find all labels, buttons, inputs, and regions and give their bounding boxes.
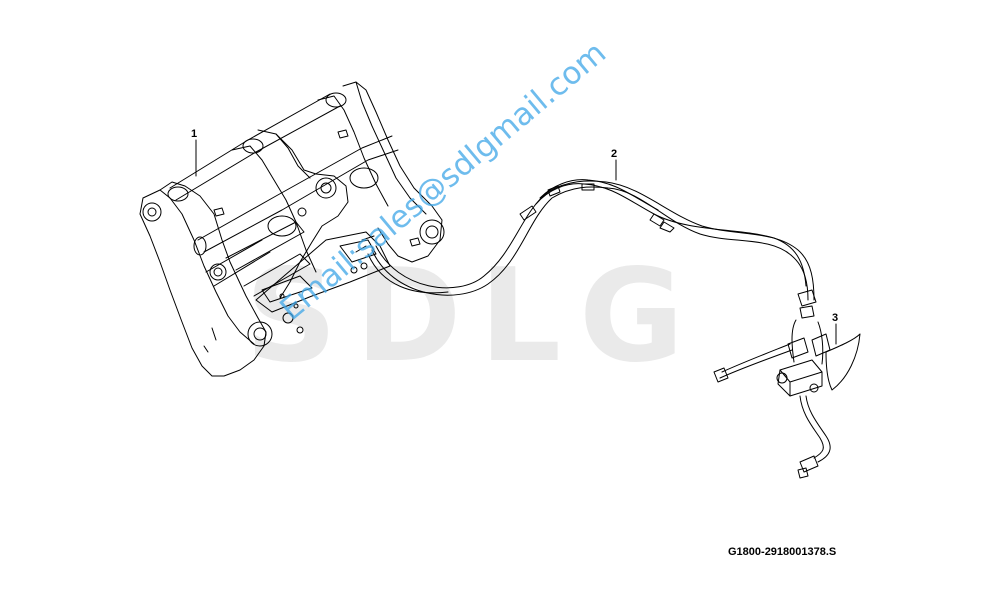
callout-2: 2 — [611, 148, 618, 160]
drawing-part-code: G1800-2918001378.S — [728, 546, 837, 558]
callout-leaders — [195, 139, 837, 345]
callout-3: 3 — [832, 312, 839, 324]
sdlg-logo-watermark: SDLG — [245, 242, 703, 391]
hydraulic-hose-set — [367, 179, 817, 383]
callout-1: 1 — [191, 128, 198, 140]
valve-block-assembly — [776, 319, 861, 479]
